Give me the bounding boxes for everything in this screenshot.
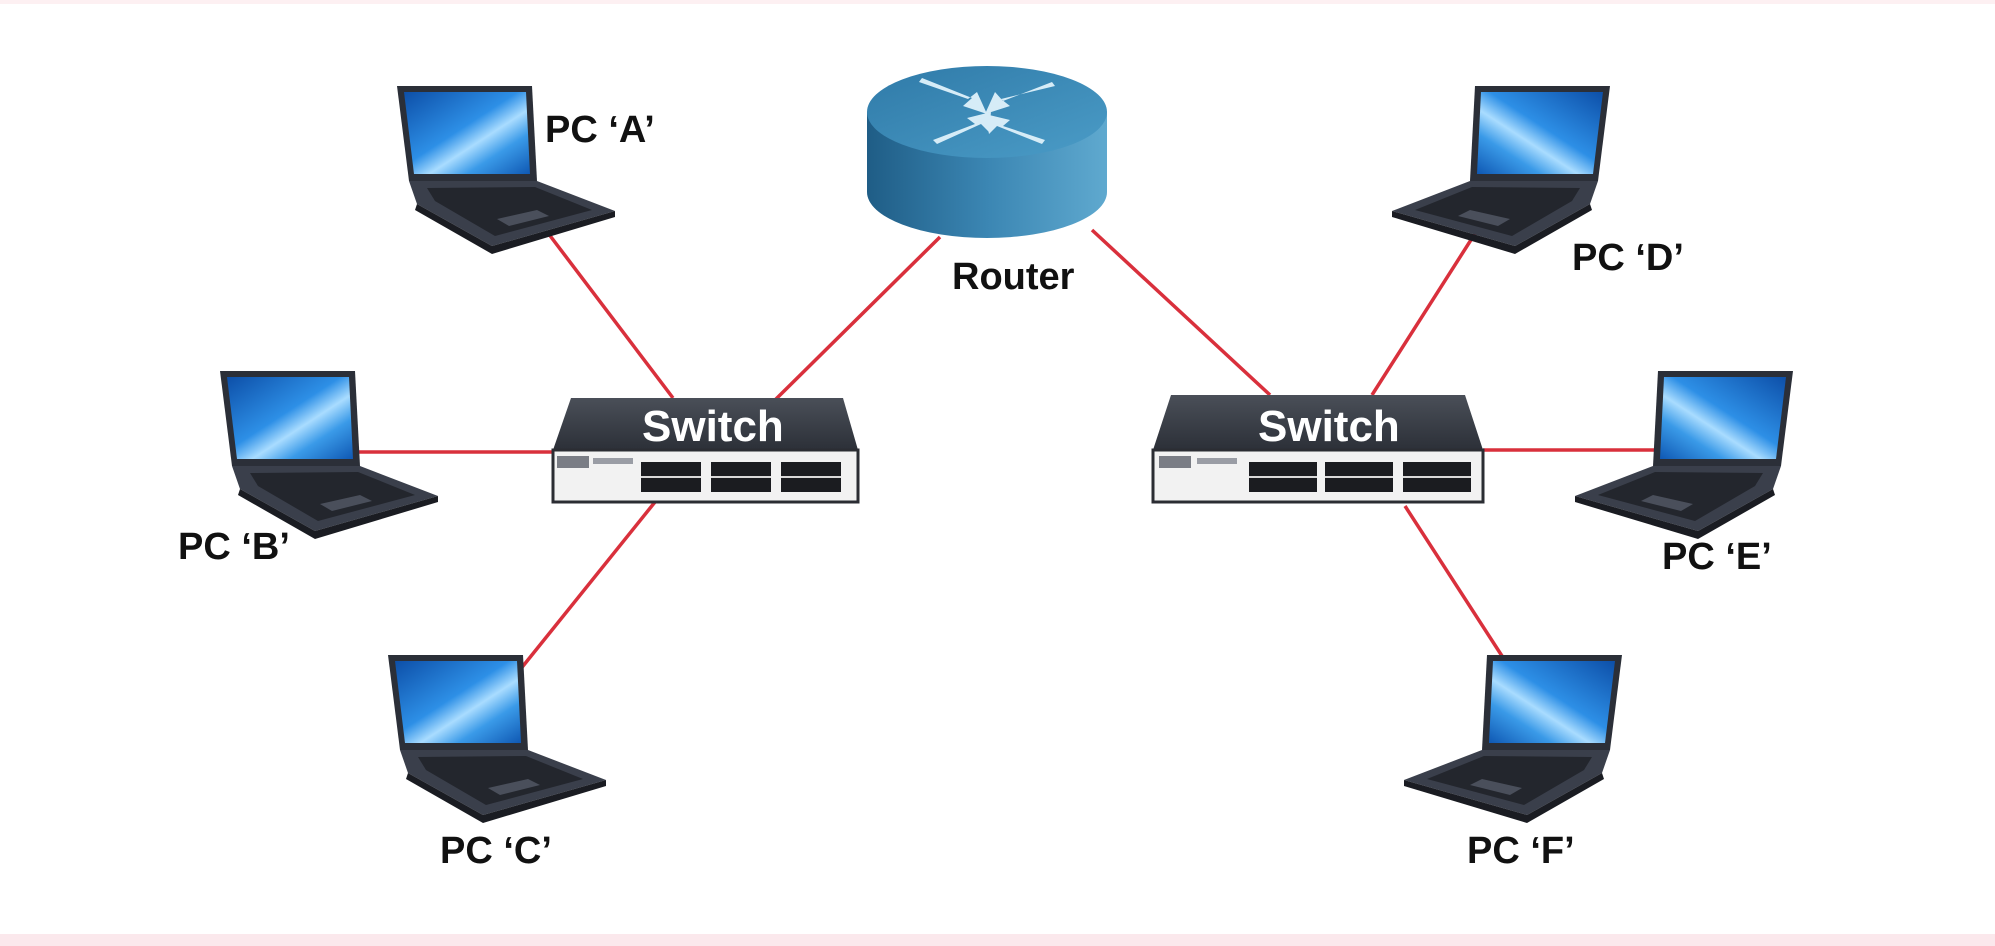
laptop-icon bbox=[1392, 86, 1610, 254]
router-icon bbox=[867, 66, 1107, 238]
pc-e-label: PC ‘E’ bbox=[1662, 536, 1772, 578]
switch-icon bbox=[1151, 395, 1485, 504]
switch-icon bbox=[551, 398, 860, 504]
link-right-switch-pc-f bbox=[1403, 505, 1504, 657]
laptop-icon bbox=[1575, 371, 1793, 539]
links bbox=[358, 228, 1655, 678]
router-label: Router bbox=[952, 256, 1075, 298]
link-left-switch-pc-a bbox=[546, 231, 675, 400]
left-switch-label: Switch bbox=[642, 402, 784, 451]
link-right-switch-pc-d bbox=[1370, 231, 1478, 396]
pc-c-label: PC ‘C’ bbox=[440, 830, 552, 872]
link-right-switch-router bbox=[1090, 228, 1272, 397]
link-left-switch-router bbox=[773, 235, 942, 402]
laptop-icon bbox=[388, 655, 606, 823]
right-switch-label: Switch bbox=[1258, 402, 1400, 451]
pc-b-label: PC ‘B’ bbox=[178, 526, 290, 568]
pc-a-label: PC ‘A’ bbox=[545, 109, 655, 151]
pc-f-label: PC ‘F’ bbox=[1467, 830, 1575, 872]
link-left-switch-pc-c bbox=[513, 500, 657, 678]
pc-d-label: PC ‘D’ bbox=[1572, 237, 1684, 279]
top-border bbox=[0, 0, 1995, 4]
bottom-border bbox=[0, 934, 1995, 946]
laptop-icon bbox=[220, 371, 438, 539]
laptop-icon bbox=[1404, 655, 1622, 823]
